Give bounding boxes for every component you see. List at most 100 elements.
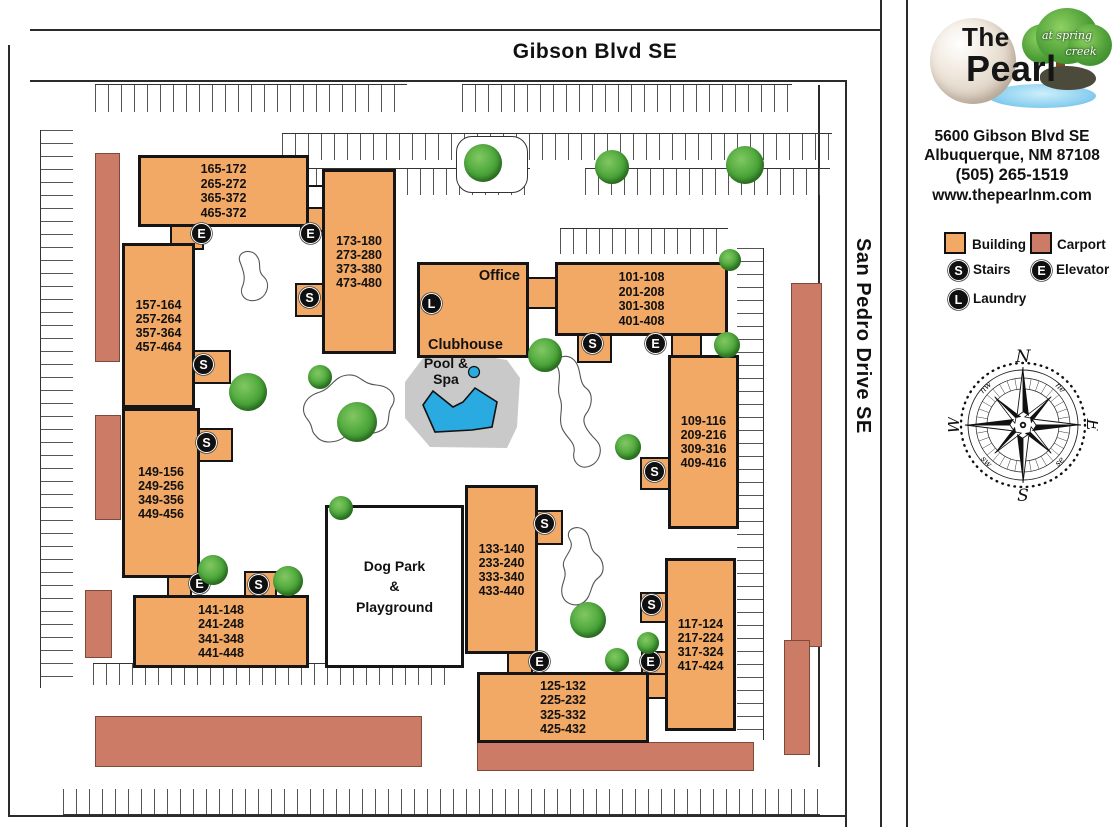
legend-carport-swatch <box>1030 232 1052 254</box>
carport <box>95 153 120 362</box>
parking-stalls <box>560 228 728 254</box>
unit-range-label: 173-180 273-280 373-380 473-480 <box>336 233 382 290</box>
map-frame-right <box>906 0 908 827</box>
street-label-sanpedro: San Pedro Drive SE <box>852 238 874 434</box>
building-149-449: 149-156 249-256 349-356 449-456 <box>122 408 200 578</box>
tree-icon <box>308 365 332 389</box>
road-line-gibson-bottom <box>30 80 846 82</box>
building-117-417: 117-124 217-224 317-324 417-424 <box>665 558 736 731</box>
compass-n: N <box>1015 347 1032 367</box>
pool <box>422 386 498 433</box>
building-133-433: 133-140 233-240 333-340 433-440 <box>465 485 538 654</box>
tree-icon <box>528 338 562 372</box>
legend-elevator-badge: E <box>1031 260 1052 281</box>
unit-range-label: 149-156 249-256 349-356 449-456 <box>138 465 184 521</box>
unit-range-label: 101-108 201-208 301-308 401-408 <box>618 270 665 328</box>
legend-laundry-badge: L <box>948 289 969 310</box>
address-line2: Albuquerque, NM 87108 <box>924 147 1100 164</box>
tree-icon <box>329 496 353 520</box>
website-url: www.thepearlnm.com <box>932 187 1092 204</box>
pool-spa-label: Pool & Spa <box>423 355 469 388</box>
office-label: Office <box>478 268 520 284</box>
compass-se: se <box>1053 455 1067 469</box>
carport <box>477 742 754 771</box>
legend-elevator-label: Elevator <box>1056 262 1110 277</box>
unit-range-label: 141-148 241-248 341-348 441-448 <box>198 602 244 661</box>
unit-range-label: 109-116 209-216 309-316 409-416 <box>680 414 727 470</box>
compass-e: E <box>1082 418 1098 432</box>
compass-nw: nw <box>978 379 995 396</box>
compass-main-points <box>964 366 1082 484</box>
parking-stalls <box>737 248 764 740</box>
elevator-badge: E <box>640 651 661 672</box>
building-173-473: 173-180 273-280 373-380 473-480 <box>322 169 396 354</box>
tree-icon <box>464 144 502 182</box>
logo-rock <box>1040 66 1096 90</box>
unit-range-label: 157-164 257-264 357-364 457-464 <box>135 297 182 354</box>
tree-icon <box>595 150 629 184</box>
logo-word-pearl: Pearl <box>966 48 1057 89</box>
landscape-bed <box>561 527 604 606</box>
building-101-401: 101-108 201-208 301-308 401-408 <box>555 262 728 336</box>
logo-tagline-line2: creek <box>1065 45 1097 58</box>
tree-icon <box>637 632 659 654</box>
carport <box>95 415 121 520</box>
pearl-logo-icon <box>930 18 1016 104</box>
logo-word-the: The <box>962 22 1010 52</box>
stairs-badge: S <box>644 461 665 482</box>
compass-w: W <box>948 415 964 434</box>
stairs-badge: S <box>534 513 555 534</box>
parking-stalls <box>40 130 73 688</box>
stairs-badge: S <box>248 574 269 595</box>
legend-stairs-badge: S <box>948 260 969 281</box>
phone-number: (505) 265-1519 <box>955 166 1069 184</box>
legend-carport-label: Carport <box>1057 237 1106 252</box>
stairs-badge: S <box>196 432 217 453</box>
logo-tree-foliage <box>1068 24 1112 66</box>
building-157-457: 157-164 257-264 357-364 457-464 <box>122 243 195 408</box>
stairs-badge: S <box>641 594 662 615</box>
tree-icon <box>615 434 641 460</box>
unit-range-label: 133-140 233-240 333-340 433-440 <box>478 541 525 598</box>
road-line-sanpedro-right <box>880 0 882 827</box>
tree-icon <box>229 373 267 411</box>
tree-icon <box>337 402 377 442</box>
unit-range-label: 125-132 225-232 325-332 425-432 <box>540 678 586 737</box>
parking-stalls <box>95 84 407 112</box>
parking-stalls <box>63 789 820 815</box>
compass-s: S <box>1017 486 1029 506</box>
logo-tagline-line1: at spring <box>1041 29 1093 42</box>
map-frame-left <box>8 45 10 817</box>
dog-park-playground: Dog Park & Playground <box>325 505 464 668</box>
carport <box>784 640 810 755</box>
building-109-409: 109-116 209-216 309-316 409-416 <box>668 355 739 529</box>
legend-building-swatch <box>944 232 966 254</box>
elevator-badge: E <box>191 223 212 244</box>
carport <box>95 716 422 767</box>
stairs-badge: S <box>193 354 214 375</box>
address-line1: 5600 Gibson Blvd SE <box>934 128 1090 145</box>
road-line-gibson-top <box>30 29 882 31</box>
compass-sw: sw <box>978 454 994 470</box>
legend-building-label: Building <box>972 237 1026 252</box>
clubhouse-label: Clubhouse <box>428 337 503 353</box>
map-frame-bottom <box>8 815 846 817</box>
carport <box>791 283 822 647</box>
building-141-441: 141-148 241-248 341-348 441-448 <box>133 595 309 668</box>
compass-ne: ne <box>1053 381 1068 396</box>
tree-icon <box>714 332 740 358</box>
stairs-badge: S <box>299 287 320 308</box>
tree-icon <box>719 249 741 271</box>
elevator-badge: E <box>300 223 321 244</box>
building-165-465: 165-172 265-272 365-372 465-372 <box>138 155 309 227</box>
legend-laundry-label: Laundry <box>973 291 1027 306</box>
stairs-badge: S <box>582 333 603 354</box>
carport <box>85 590 112 658</box>
elevator-badge: E <box>645 333 666 354</box>
unit-range-label: 117-124 217-224 317-324 417-424 <box>677 616 724 673</box>
landscape-bed <box>556 355 601 468</box>
tree-icon <box>605 648 629 672</box>
laundry-badge: L <box>421 293 442 314</box>
compass-rose: N S E W nw ne sw se <box>948 347 1098 506</box>
